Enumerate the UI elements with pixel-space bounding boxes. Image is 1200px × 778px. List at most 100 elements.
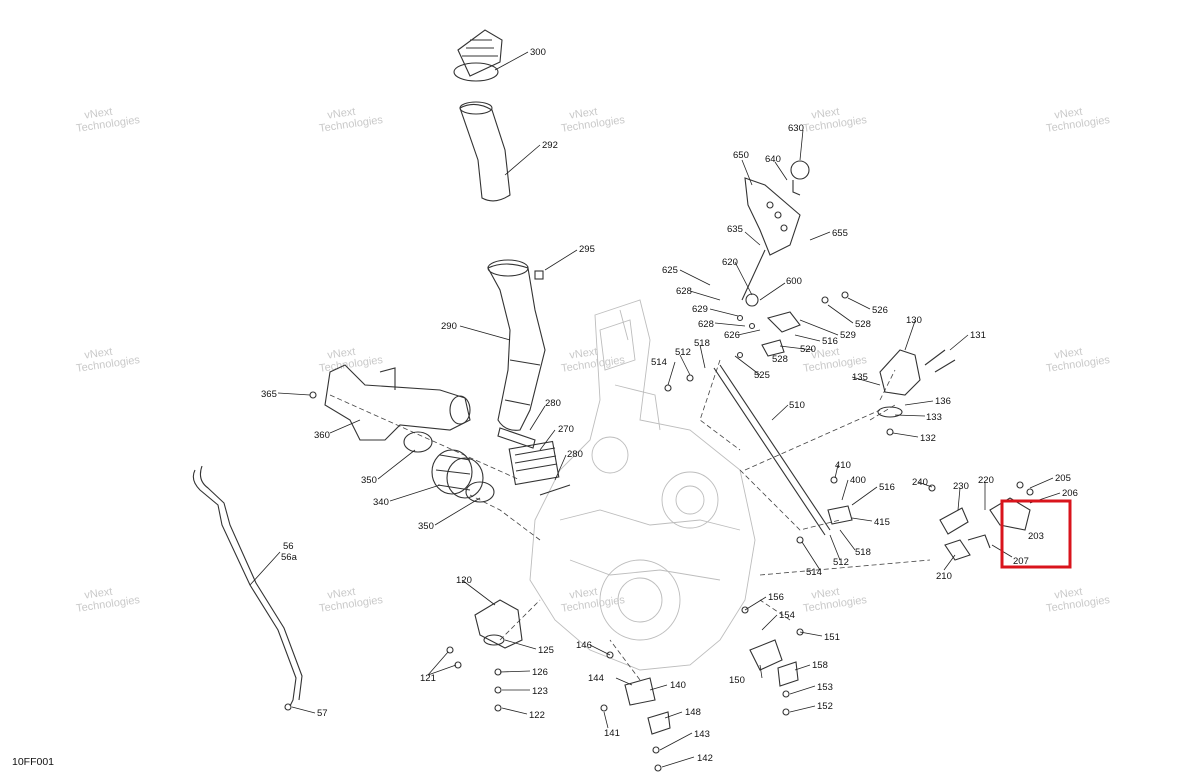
callout-148: 148 xyxy=(685,707,701,718)
callout-514: 514 xyxy=(806,567,822,578)
callout-122: 122 xyxy=(529,710,545,721)
clamp-350b xyxy=(465,481,495,503)
callout-518: 518 xyxy=(694,338,710,349)
callout-528: 528 xyxy=(772,354,788,365)
callout-360: 360 xyxy=(314,430,330,441)
callout-625: 625 xyxy=(662,265,678,276)
callout-156: 156 xyxy=(768,592,784,603)
callout-140: 140 xyxy=(670,680,686,691)
callout-415: 415 xyxy=(874,517,890,528)
callout-143: 143 xyxy=(694,729,710,740)
svg-text:vNext: vNext xyxy=(327,346,357,362)
svg-text:vNext: vNext xyxy=(811,106,841,122)
svg-text:vNext: vNext xyxy=(327,586,357,602)
callout-520: 520 xyxy=(800,344,816,355)
callout-340: 340 xyxy=(373,497,389,508)
callout-626: 626 xyxy=(724,330,740,341)
clamp-295 xyxy=(534,270,544,280)
callout-525: 525 xyxy=(754,370,770,381)
callout-131: 131 xyxy=(970,330,986,341)
callout-300: 300 xyxy=(530,47,546,58)
callout-203: 203 xyxy=(1028,531,1044,542)
svg-text:vNext: vNext xyxy=(811,586,841,602)
svg-text:vNext: vNext xyxy=(84,106,114,122)
svg-text:vNext: vNext xyxy=(811,346,841,362)
callout-628: 628 xyxy=(698,319,714,330)
callout-292: 292 xyxy=(542,140,558,151)
callout-220: 220 xyxy=(978,475,994,486)
callout-635: 635 xyxy=(727,224,743,235)
callout-280: 280 xyxy=(567,449,583,460)
leader-lines xyxy=(249,51,1061,768)
engine-mount-140 xyxy=(624,677,671,735)
callout-121: 121 xyxy=(420,673,436,684)
linkage-parts xyxy=(736,291,849,359)
callout-labels: 300 292 295 290 280 270 280 365 360 350 … xyxy=(261,47,1078,764)
coupler-340 xyxy=(431,449,484,499)
callout-528: 528 xyxy=(855,319,871,330)
callout-518: 518 xyxy=(855,547,871,558)
svg-text:vNext: vNext xyxy=(569,586,599,602)
callout-146: 146 xyxy=(576,640,592,651)
shift-knob-630 xyxy=(790,160,810,196)
callout-620: 620 xyxy=(722,257,738,268)
air-intake-tube-upper xyxy=(459,101,511,202)
callout-206: 206 xyxy=(1062,488,1078,499)
callout-151: 151 xyxy=(824,632,840,643)
engine-mount-150 xyxy=(749,639,799,687)
air-intake-duct xyxy=(487,259,546,431)
callout-516: 516 xyxy=(879,482,895,493)
svg-text:vNext: vNext xyxy=(84,346,114,362)
callout-526: 526 xyxy=(872,305,888,316)
callout-205: 205 xyxy=(1055,473,1071,484)
callout-136: 136 xyxy=(935,396,951,407)
shift-rod xyxy=(713,249,831,536)
callout-144: 144 xyxy=(588,673,604,684)
callout-120: 120 xyxy=(456,575,472,586)
svg-text:vNext: vNext xyxy=(569,106,599,122)
grille-270 xyxy=(508,440,560,486)
callout-142: 142 xyxy=(697,753,713,764)
callout-210: 210 xyxy=(936,571,952,582)
bracket-400 xyxy=(827,476,853,525)
callout-629: 629 xyxy=(692,304,708,315)
airbox-cover xyxy=(324,364,471,441)
callout-510: 510 xyxy=(789,400,805,411)
callout-57: 57 xyxy=(317,708,328,719)
engine-mount-120 xyxy=(474,599,523,649)
svg-text:vNext: vNext xyxy=(569,346,599,362)
callout-365: 365 xyxy=(261,389,277,400)
callout-153: 153 xyxy=(817,682,833,693)
callout-132: 132 xyxy=(920,433,936,444)
svg-text:vNext: vNext xyxy=(1054,586,1084,602)
callout-350: 350 xyxy=(361,475,377,486)
callout-600: 600 xyxy=(786,276,802,287)
callout-240: 240 xyxy=(912,477,928,488)
callout-512: 512 xyxy=(833,557,849,568)
assembly-dash-lines xyxy=(329,359,931,681)
callout-133: 133 xyxy=(926,412,942,423)
callout-410: 410 xyxy=(835,460,851,471)
callout-280: 280 xyxy=(545,398,561,409)
bracket-200-group xyxy=(939,497,1031,561)
callout-290: 290 xyxy=(441,321,457,332)
callout-154: 154 xyxy=(779,610,795,621)
engine-mount-130 xyxy=(877,349,956,418)
callout-130: 130 xyxy=(906,315,922,326)
svg-text:vNext: vNext xyxy=(327,106,357,122)
callout-56: 56 xyxy=(283,541,294,552)
callout-516: 516 xyxy=(822,336,838,347)
callout-230: 230 xyxy=(953,481,969,492)
callout-158: 158 xyxy=(812,660,828,671)
shifter-console xyxy=(744,177,801,256)
callout-295: 295 xyxy=(579,244,595,255)
diagram-code: 10FF001 xyxy=(12,756,54,768)
